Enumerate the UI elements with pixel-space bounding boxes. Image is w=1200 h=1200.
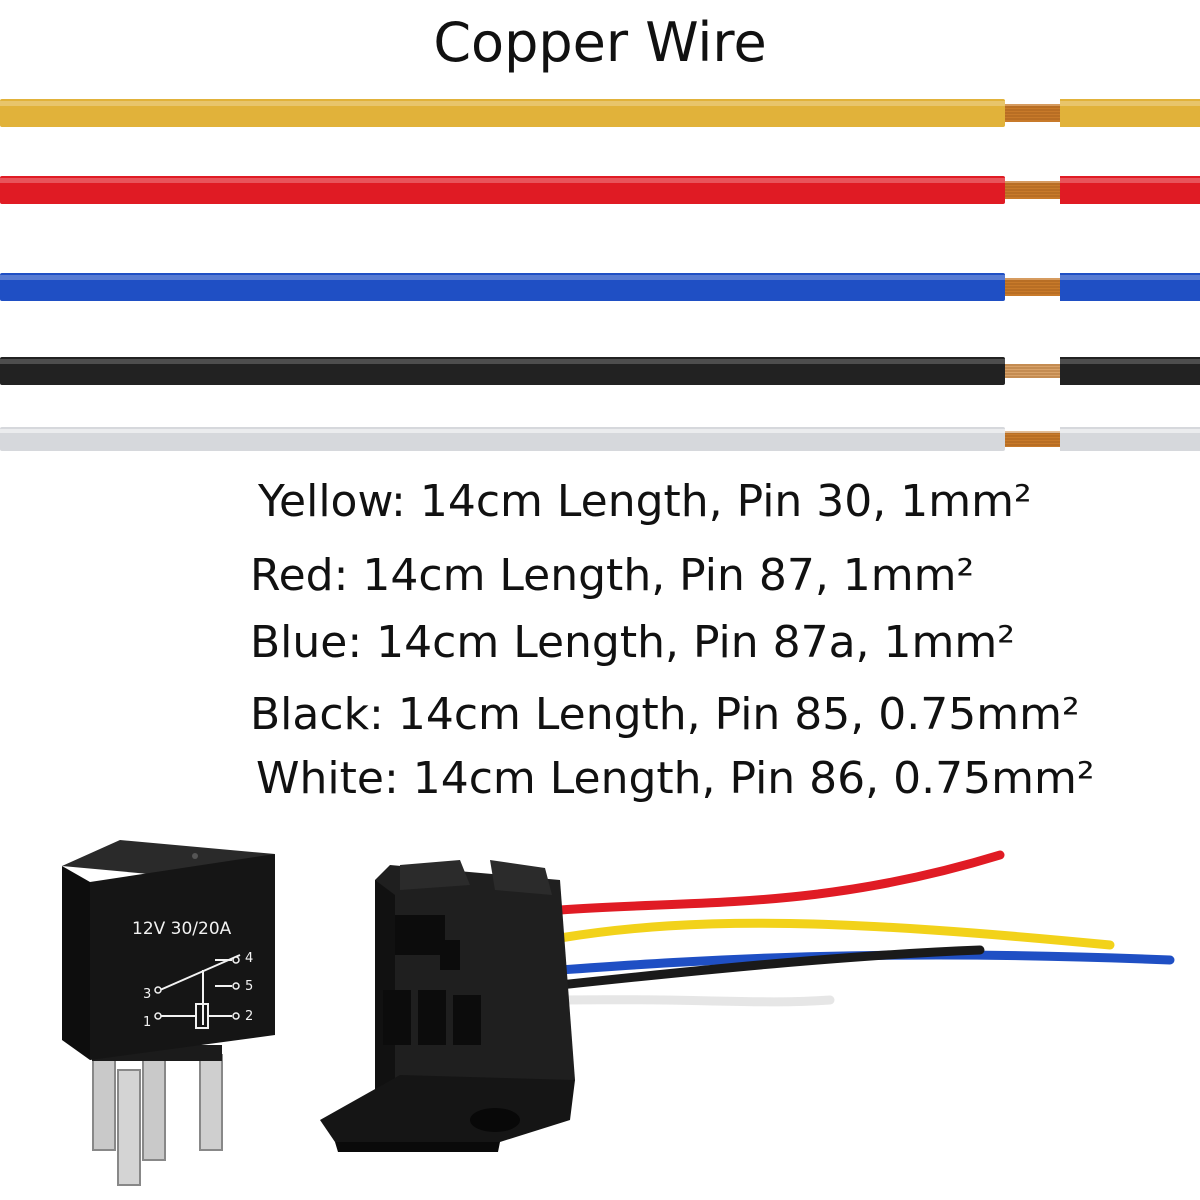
page-title: Copper Wire <box>433 11 767 74</box>
spec-black: Black: 14cm Length, Pin 85, 0.75mm² <box>250 689 1080 740</box>
spec-blue: Blue: 14cm Length, Pin 87a, 1mm² <box>250 617 1015 668</box>
relay-socket <box>320 860 575 1152</box>
red-wire <box>0 173 1200 207</box>
yellow-wire <box>0 96 1200 130</box>
black-wire <box>0 354 1200 388</box>
white-wire <box>0 422 1200 456</box>
relay-pin-label-3: 3 <box>143 987 151 1002</box>
relay-pin-label-2: 2 <box>245 1009 253 1024</box>
relay-pin-label-1: 1 <box>143 1015 151 1030</box>
spec-yellow: Yellow: 14cm Length, Pin 30, 1mm² <box>258 476 1032 527</box>
relay: 12V 30/20A 4 3 5 1 2 <box>62 840 275 1186</box>
relay-pin-label-4: 4 <box>245 951 253 966</box>
relay-rating: 12V 30/20A <box>132 919 232 939</box>
blue-wire <box>0 270 1200 304</box>
spec-red: Red: 14cm Length, Pin 87, 1mm² <box>250 550 975 601</box>
socket-wires <box>555 850 1175 1007</box>
relay-and-socket-illustration: 12V 30/20A 4 3 5 1 2 <box>62 840 1175 1186</box>
spec-white: White: 14cm Length, Pin 86, 0.75mm² <box>256 753 1095 804</box>
relay-pin-label-5: 5 <box>245 979 253 994</box>
